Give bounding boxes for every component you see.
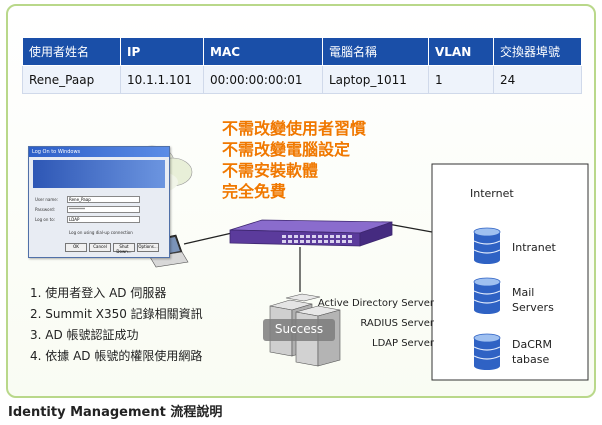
- server-tower-icon: [285, 293, 321, 302]
- diagram-caption: Identity Management 流程說明: [8, 405, 223, 420]
- logon-cancel-button[interactable]: Cancel: [89, 243, 111, 252]
- col-switch-port: 交換器埠號: [493, 37, 582, 66]
- logon-label: Password:: [35, 207, 56, 212]
- db-label-intranet: Intranet: [512, 240, 556, 255]
- step-item: 3. AD 帳號認証成功: [30, 328, 139, 342]
- cell-computer-name: Laptop_1011: [322, 65, 429, 94]
- windows-logon-window: Log On to Windows User name: Rene_Paap P…: [28, 146, 170, 258]
- db-label-line: Mail: [512, 286, 535, 299]
- table-header-row: 使用者姓名 IP MAC 電腦名稱 VLAN 交換器埠號: [22, 37, 582, 66]
- windows-logo-banner: [33, 160, 165, 188]
- success-label: Success: [274, 322, 324, 336]
- logon-options-button[interactable]: Options...: [137, 243, 159, 252]
- step-item: 4. 依據 AD 帳號的權限使用網路: [30, 349, 203, 363]
- col-computer-name: 電腦名稱: [322, 37, 429, 66]
- benefits-list: 不需改變使用者習慣 不需改變電腦設定 不需安裝軟體 完全免費: [222, 118, 366, 202]
- logon-label: User name:: [35, 197, 59, 202]
- col-ip: IP: [120, 37, 204, 66]
- database-icon: [473, 227, 501, 264]
- database-icon: [473, 277, 501, 314]
- db-label-dacrm-database: DaCRM tabase: [512, 337, 552, 367]
- link-switch-internet: [387, 223, 433, 233]
- database-icon: [473, 333, 501, 370]
- internet-title: Internet: [470, 187, 514, 200]
- col-username: 使用者姓名: [22, 37, 121, 66]
- cell-mac: 00:00:00:00:01: [203, 65, 323, 94]
- step-item: 2. Summit X350 記錄相關資訊: [30, 307, 203, 321]
- logon-password-field[interactable]: ********: [67, 206, 140, 213]
- logon-username-field[interactable]: Rene_Paap: [67, 196, 140, 203]
- benefit-item: 不需改變電腦設定: [222, 140, 351, 159]
- success-badge: [263, 319, 335, 341]
- link-laptop-switch: [183, 232, 233, 245]
- switch-ports: [282, 235, 352, 243]
- benefit-item: 不需安裝軟體: [222, 161, 319, 180]
- steps-list: 1. 使用者登入 AD 伺服器 2. Summit X350 記錄相關資訊 3.…: [30, 283, 203, 367]
- step-item: 1. 使用者登入 AD 伺服器: [30, 286, 167, 300]
- switch-icon: [229, 219, 393, 247]
- db-label-line: DaCRM: [512, 338, 553, 351]
- logon-title-bar: Log On to Windows: [29, 147, 169, 157]
- server-label-radius: RADIUS Server: [360, 318, 434, 329]
- cell-ip: 10.1.1.101: [120, 65, 204, 94]
- db-label-line: Intranet: [512, 241, 556, 254]
- benefit-item: 完全免費: [222, 182, 287, 201]
- server-labels: Active Directory Server RADIUS Server LD…: [316, 294, 434, 354]
- logon-domain-select[interactable]: LDAP: [67, 216, 140, 223]
- db-label-mail-servers: Mail Servers: [512, 285, 554, 315]
- col-vlan: VLAN: [428, 37, 494, 66]
- cell-vlan: 1: [428, 65, 494, 94]
- identity-table: 使用者姓名 IP MAC 電腦名稱 VLAN 交換器埠號 Rene_Paap 1…: [22, 37, 582, 94]
- table-row: Rene_Paap 10.1.1.101 00:00:00:00:01 Lapt…: [22, 65, 582, 94]
- server-label-ad: Active Directory Server: [317, 298, 434, 309]
- logon-shutdown-button[interactable]: Shut Down...: [113, 243, 135, 254]
- server-label-ldap: LDAP Server: [372, 338, 434, 349]
- cell-switch-port: 24: [493, 65, 582, 94]
- db-label-line: tabase: [512, 353, 550, 366]
- logon-dialup-checkbox[interactable]: Log on using dial-up connection: [69, 230, 133, 235]
- cell-username: Rene_Paap: [22, 65, 121, 94]
- logon-ok-button[interactable]: OK: [65, 243, 87, 252]
- db-label-line: Servers: [512, 301, 554, 314]
- benefit-item: 不需改變使用者習慣: [222, 119, 367, 138]
- logon-label: Log on to:: [35, 217, 56, 222]
- internet-panel: [431, 163, 589, 381]
